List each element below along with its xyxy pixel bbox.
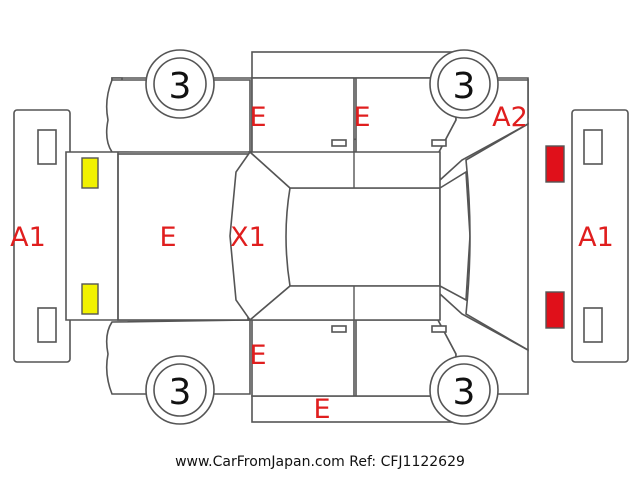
trunk-lid xyxy=(465,122,529,352)
hood-panel xyxy=(117,153,249,321)
rear-window xyxy=(439,170,471,302)
taillamp-top xyxy=(545,145,565,183)
wheel-top-right-inner xyxy=(437,57,491,111)
code-rear-door-top: E xyxy=(353,102,370,133)
front-bumper-lamp-top xyxy=(37,129,57,165)
roof-rail-top xyxy=(251,51,457,79)
wheel-top-left-label: 3 xyxy=(169,66,192,107)
rear-bumper-lamp-bottom xyxy=(583,307,603,343)
footer-reference: www.CarFromJapan.com Ref: CFJ1122629 xyxy=(175,454,465,470)
wheel-bottom-left-label: 3 xyxy=(169,372,192,413)
front-right-door-handle xyxy=(331,325,347,333)
code-rear-quarter-upper: A2 xyxy=(492,102,528,133)
taillamp-bottom xyxy=(545,291,565,329)
rear-bumper xyxy=(571,109,629,363)
code-front-fender: X1 xyxy=(230,222,266,253)
rear-bumper-lamp-top xyxy=(583,129,603,165)
front-bumper-lamp-bottom xyxy=(37,307,57,343)
rear-left-door-handle xyxy=(431,139,447,147)
wheel-bottom-right-inner xyxy=(437,363,491,417)
code-front-door-bottom: E xyxy=(249,340,266,371)
wheel-top-right-label: 3 xyxy=(453,66,476,107)
roof-panel xyxy=(285,187,441,287)
roof-rail-bottom xyxy=(251,395,457,423)
code-hood: E xyxy=(159,222,176,253)
code-front-door-top: E xyxy=(249,102,266,133)
code-front-bumper: A1 xyxy=(10,222,46,253)
rear-right-door-handle xyxy=(431,325,447,333)
wheel-bottom-left-inner xyxy=(153,363,207,417)
headlamp-top xyxy=(81,157,99,189)
headlamp-bottom xyxy=(81,283,99,315)
front-left-door-handle xyxy=(331,139,347,147)
wheel-bottom-right-label: 3 xyxy=(453,372,476,413)
wheel-top-left-inner xyxy=(153,57,207,111)
code-rear-bumper: A1 xyxy=(578,222,614,253)
code-rocker-bottom: E xyxy=(313,394,330,425)
